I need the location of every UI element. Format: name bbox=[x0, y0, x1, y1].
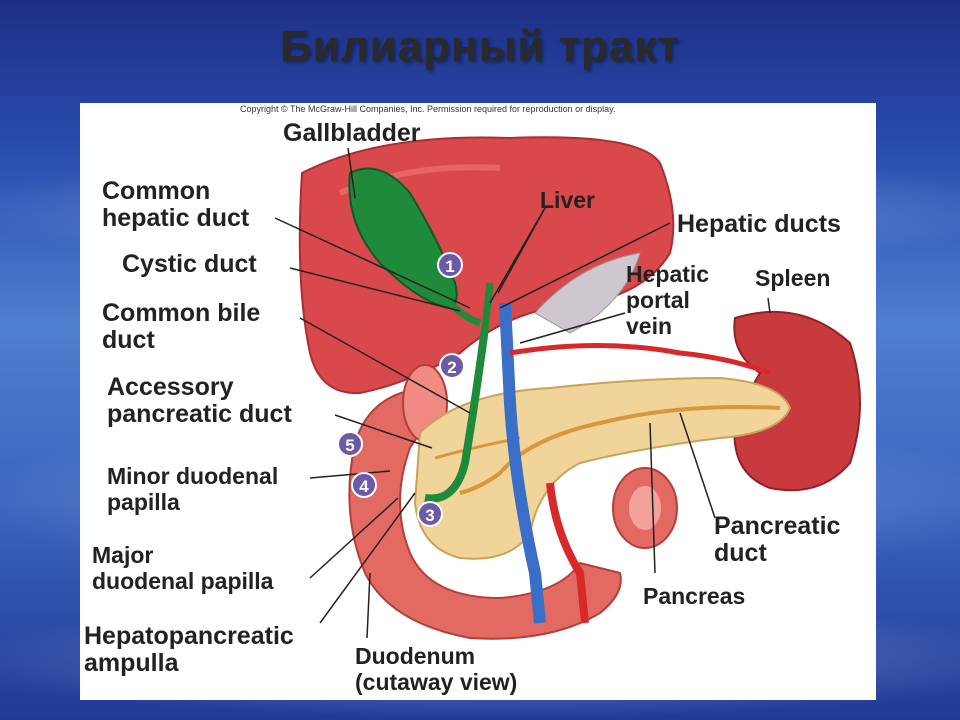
label-gallbladder: Gallbladder bbox=[283, 119, 421, 147]
slide-title: Билиарный тракт bbox=[280, 22, 680, 71]
label-duodenum: Duodenum (cutaway view) bbox=[355, 643, 518, 695]
label-liver: Liver bbox=[540, 187, 595, 213]
leader-lines bbox=[274, 147, 771, 639]
label-accessory-pancreatic-duct: Accessory pancreatic duct bbox=[107, 373, 292, 428]
label-minor-duodenal-papilla: Minor duodenal papilla bbox=[107, 463, 279, 515]
svg-text:3: 3 bbox=[425, 506, 434, 525]
label-hepatic-ducts: Hepatic ducts bbox=[677, 210, 841, 238]
svg-text:2: 2 bbox=[447, 358, 456, 377]
svg-text:5: 5 bbox=[345, 436, 354, 455]
cystic-duct-path bbox=[447, 300, 482, 327]
marker-2: 2 bbox=[439, 353, 465, 379]
portal-vein-path bbox=[499, 302, 546, 624]
svg-text:4: 4 bbox=[359, 477, 369, 496]
label-cystic-duct: Cystic duct bbox=[122, 250, 257, 278]
label-common-hepatic-duct: Common hepatic duct bbox=[102, 177, 250, 232]
biliary-tract-illustration: 1 2 3 4 5 bbox=[274, 136, 861, 640]
svg-text:1: 1 bbox=[445, 257, 454, 276]
spleen-shape bbox=[733, 310, 861, 492]
copyright-notice: Copyright © The McGraw-Hill Companies, I… bbox=[240, 104, 616, 114]
label-hepatic-portal-vein: Hepatic portal vein bbox=[626, 261, 710, 339]
common-bile-duct-path bbox=[424, 327, 489, 503]
common-hepatic-duct-path bbox=[481, 282, 494, 329]
label-hepatopancreatic-ampulla: Hepatopancreatic ampulla bbox=[84, 622, 294, 677]
label-spleen: Spleen bbox=[755, 265, 831, 291]
label-pancreas: Pancreas bbox=[643, 583, 746, 609]
duodenum-shape bbox=[348, 386, 622, 640]
marker-1: 1 bbox=[437, 252, 463, 278]
label-major-duodenal-papilla: Major duodenal papilla bbox=[92, 542, 274, 594]
ligament-shape bbox=[534, 252, 641, 334]
marker-5: 5 bbox=[337, 431, 363, 457]
label-pancreatic-duct: Pancreatic duct bbox=[714, 512, 841, 567]
marker-3: 3 bbox=[417, 501, 443, 527]
splenic-vessel-path bbox=[509, 343, 771, 376]
pancreatic-duct-path bbox=[459, 405, 781, 495]
label-common-bile-duct: Common bile duct bbox=[102, 299, 261, 354]
marker-4: 4 bbox=[351, 472, 377, 498]
anatomy-figure: Copyright © The McGraw-Hill Companies, I… bbox=[80, 103, 876, 700]
